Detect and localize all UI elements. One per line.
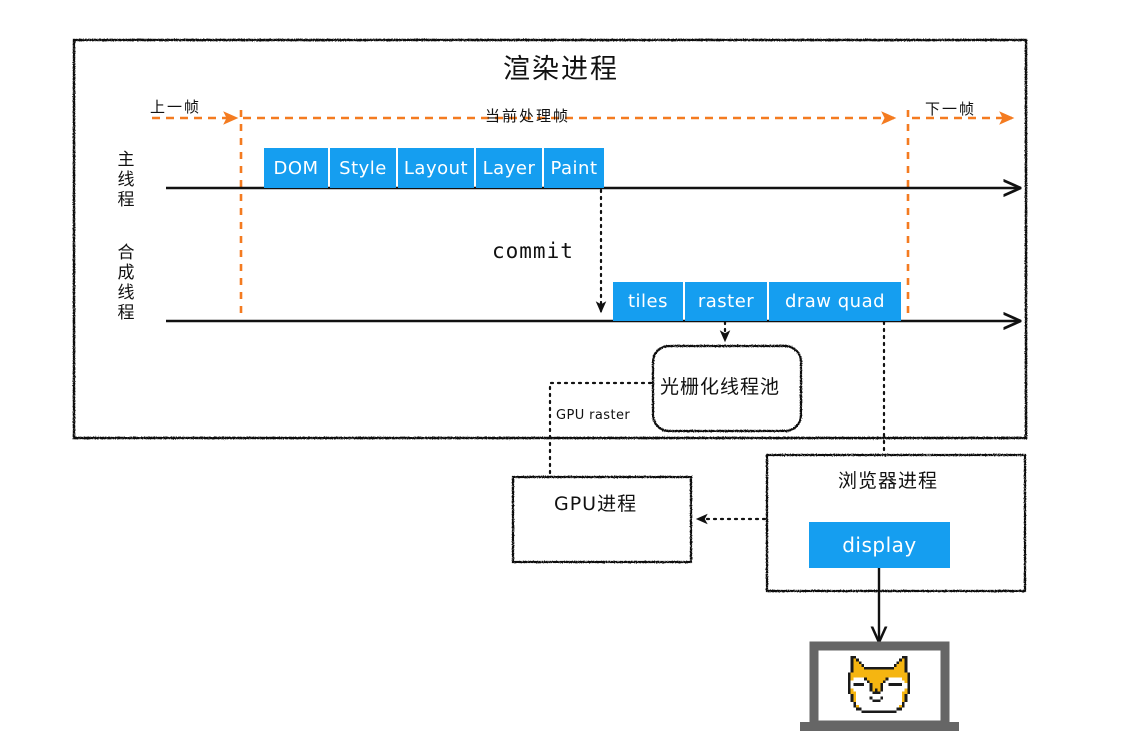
shiba-inu-icon bbox=[848, 656, 910, 713]
node-gpu-process[interactable]: GPU进程 bbox=[554, 493, 638, 515]
phase-style[interactable]: Style bbox=[330, 148, 396, 188]
phase-dom[interactable]: DOM bbox=[264, 148, 328, 188]
phase-draw-quad[interactable]: draw quad bbox=[769, 282, 901, 321]
gpu-raster-label: GPU raster bbox=[556, 408, 631, 423]
display-box[interactable]: display bbox=[809, 522, 950, 568]
phase-paint[interactable]: Paint bbox=[544, 148, 604, 188]
frame-label-current: 当前处理帧 bbox=[485, 107, 571, 125]
phase-layer[interactable]: Layer bbox=[476, 148, 542, 188]
thread-label-compositor: 合成线程 bbox=[113, 243, 134, 323]
node-browser-process[interactable]: 浏览器进程 bbox=[838, 470, 939, 492]
phase-layout[interactable]: Layout bbox=[398, 148, 474, 188]
thread-label-main: 主线程 bbox=[113, 150, 134, 210]
phase-raster[interactable]: raster bbox=[685, 282, 767, 321]
node-raster-thread-pool[interactable]: 光栅化线程池 bbox=[660, 376, 781, 398]
page-title: 渲染进程 bbox=[503, 54, 619, 85]
phase-tiles[interactable]: tiles bbox=[613, 282, 683, 321]
frame-label-next: 下一帧 bbox=[925, 100, 977, 118]
frame-label-previous: 上一帧 bbox=[150, 98, 202, 116]
commit-label: commit bbox=[492, 239, 574, 263]
